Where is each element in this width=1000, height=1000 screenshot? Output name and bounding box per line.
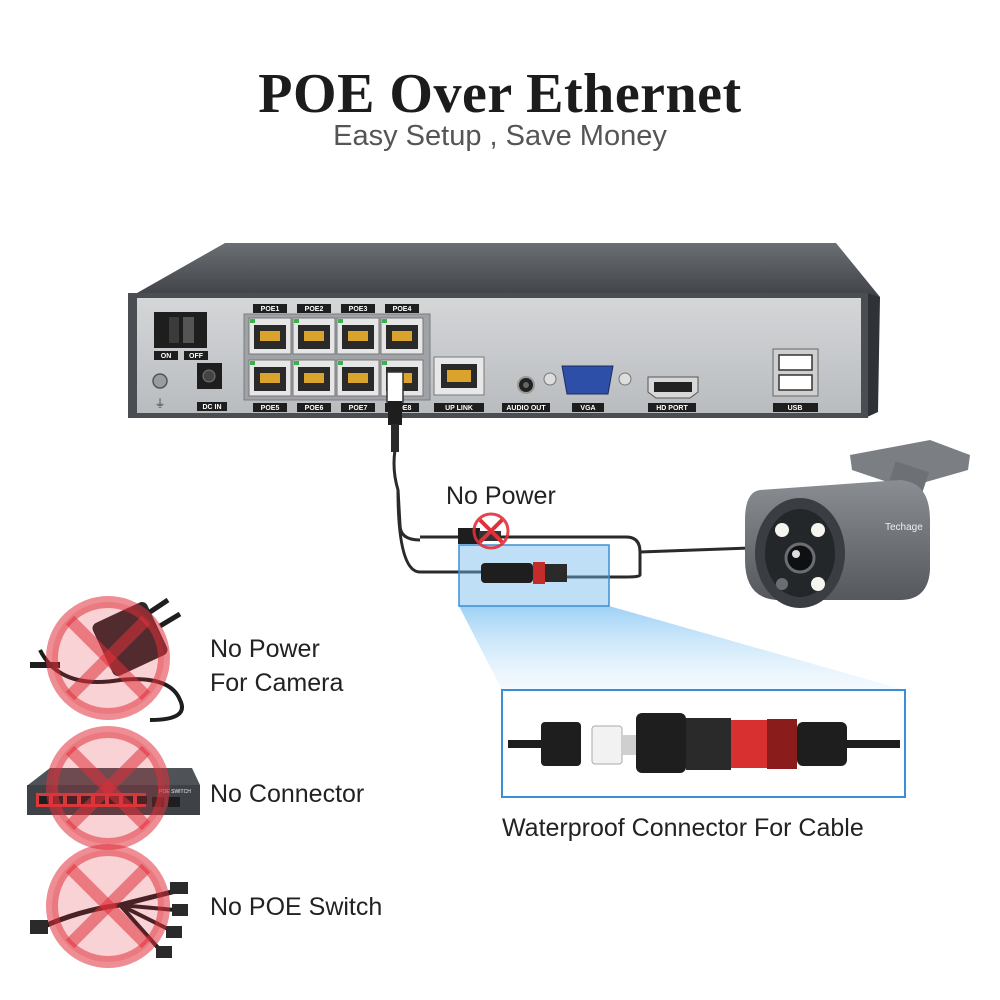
uplink-label: UP LINK	[445, 405, 473, 412]
poe-port[interactable]	[336, 317, 380, 355]
uplink-port[interactable]	[433, 356, 485, 396]
ground-screw-icon	[152, 373, 168, 389]
bullet-camera: Techage	[745, 440, 970, 608]
poe-port-label: POE5	[261, 405, 280, 412]
cross-icon	[46, 596, 170, 720]
led-icon	[775, 523, 789, 537]
benefit-no-poe-switch: No POE Switch	[210, 893, 383, 921]
power-off-label: OFF	[189, 353, 204, 360]
poe-port-label: POE1	[261, 306, 280, 313]
poe-port-label: POE7	[349, 405, 368, 412]
poe-port[interactable]	[248, 359, 292, 397]
poe-port-label: POE6	[305, 405, 324, 412]
poe-port-label: POE3	[349, 306, 368, 313]
lens-icon	[784, 542, 816, 574]
poe-port[interactable]	[248, 317, 292, 355]
benefit-line: No Power	[210, 635, 320, 663]
waterproof-caption: Waterproof Connector For Cable	[502, 814, 864, 842]
led-icon	[811, 523, 825, 537]
nvr-device: ON OFF ⏚ DC IN POE1 POE2 POE3 POE4 POE5 POE6…	[128, 243, 880, 418]
benefit-line: For Camera	[210, 669, 344, 697]
cross-icon	[46, 726, 170, 850]
no-power-callout: No Power	[446, 482, 556, 510]
magnify-beam	[459, 606, 905, 690]
poe-port-label: POE2	[305, 306, 324, 313]
no-power-cross-icon	[472, 512, 510, 550]
cross-icon	[46, 844, 170, 968]
power-switch[interactable]	[154, 312, 207, 348]
poe-port-label: POE4	[393, 306, 412, 313]
poe-port[interactable]	[336, 359, 380, 397]
power-on-label: ON	[161, 353, 172, 360]
usb-label: USB	[788, 405, 803, 412]
poe-port[interactable]	[292, 359, 336, 397]
poe-port-label: POE8	[393, 405, 412, 412]
audio-out-label: AUDIO OUT	[506, 405, 546, 412]
hd-port-label: HD PORT	[656, 405, 688, 412]
usb-ports[interactable]	[772, 348, 819, 397]
vga-port[interactable]	[543, 365, 632, 395]
ground-icon: ⏚	[155, 397, 166, 410]
poe-switch-label: POE SWITCH	[159, 789, 191, 795]
benefit-no-power: No Power For Camera	[210, 632, 343, 700]
poe-port[interactable]	[380, 317, 424, 355]
vga-label: VGA	[580, 405, 595, 412]
hd-port[interactable]	[647, 376, 699, 399]
dc-in-label: DC IN	[202, 404, 221, 411]
page-subtitle: Easy Setup , Save Money	[333, 120, 667, 152]
waterproof-connector-small	[481, 562, 567, 584]
connector-zoom-box	[501, 689, 906, 798]
benefit-no-connector: No Connector	[210, 780, 365, 808]
camera-brand: Techage	[885, 522, 923, 533]
ethernet-cable	[386, 371, 751, 579]
poe-port[interactable]	[292, 317, 336, 355]
page-title: POE Over Ethernet	[258, 63, 742, 125]
